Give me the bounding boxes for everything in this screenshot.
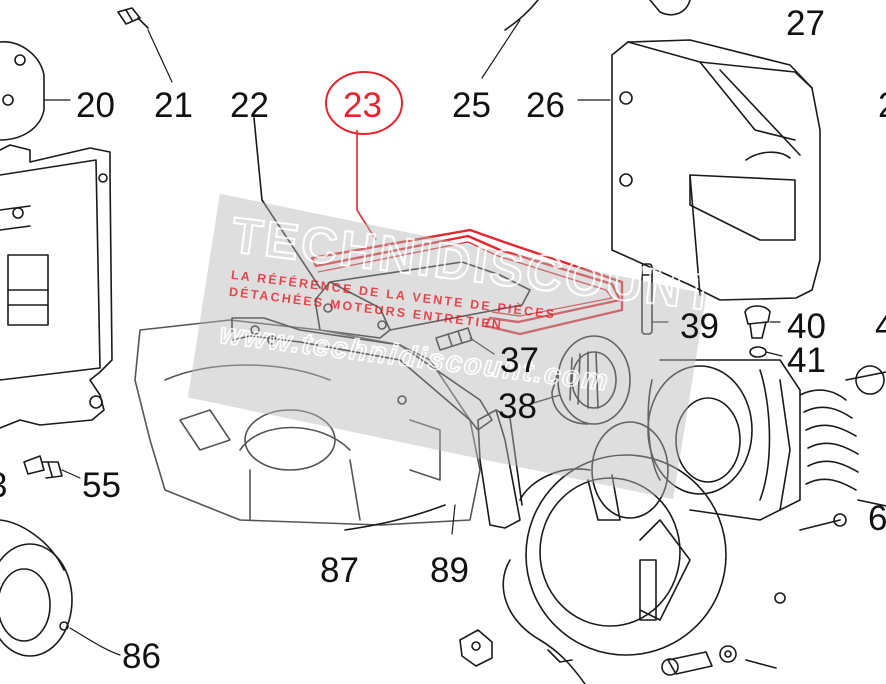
part-23-callout-circle <box>325 71 403 135</box>
right-rotor <box>647 359 801 521</box>
left-housing <box>0 144 113 429</box>
right-coil <box>799 365 886 507</box>
part-38-bearing <box>551 335 631 425</box>
part-41-washer <box>749 346 767 358</box>
bottom-right-screws <box>661 513 847 676</box>
part-label-37[interactable]: 37 <box>500 341 539 380</box>
part-55-bolt <box>23 455 63 479</box>
watermark: TECHNIDISCOUNT LA RÉFÉRENCE DE LA VENTE … <box>187 193 722 500</box>
part-22-leader <box>253 117 321 289</box>
part-label-86[interactable]: 86 <box>122 637 161 676</box>
part-23-leader <box>356 130 377 241</box>
part-label-89[interactable]: 89 <box>430 551 469 590</box>
part-23-handle-inner <box>317 241 613 317</box>
part-label-22[interactable]: 22 <box>230 86 269 125</box>
part-89-bracket <box>477 409 523 529</box>
part-label-cut-3: 3 <box>0 466 7 505</box>
part-22-plate <box>314 261 531 339</box>
part-label-39[interactable]: 39 <box>680 307 719 346</box>
part-label-40[interactable]: 40 <box>787 307 826 346</box>
watermark-banner <box>187 193 707 500</box>
part-label-21[interactable]: 21 <box>154 86 193 125</box>
engine-housing <box>134 319 481 526</box>
part-40-knob <box>744 305 771 339</box>
part-clip <box>459 629 493 667</box>
part-label-55[interactable]: 55 <box>82 466 121 505</box>
flywheel-assembly <box>502 421 727 684</box>
part-27-tip <box>649 0 691 16</box>
part-87-leader <box>344 504 446 531</box>
part-25-wire <box>504 0 539 31</box>
part-label-27[interactable]: 27 <box>786 4 825 43</box>
part-label-cut-4: 4 <box>875 307 886 346</box>
part-label-23[interactable]: 23 <box>343 86 382 125</box>
part-label-25[interactable]: 25 <box>452 86 491 125</box>
part-label-20[interactable]: 20 <box>76 86 115 125</box>
part-label-cut-2: 2 <box>878 86 886 125</box>
part-21-screw <box>117 7 149 29</box>
part-86-ring <box>0 519 73 657</box>
part-labels: 20 21 22 23 25 26 27 37 38 39 40 41 55 8… <box>0 4 886 676</box>
part-label-41[interactable]: 41 <box>787 341 826 380</box>
part-26-cover <box>611 39 821 301</box>
part-23-handle-outer <box>310 228 624 336</box>
part-label-cut-6: 6 <box>868 499 886 538</box>
part-label-38[interactable]: 38 <box>498 387 537 426</box>
part-20-bracket <box>0 41 45 141</box>
part-label-26[interactable]: 26 <box>526 86 565 125</box>
part-39-pin <box>641 263 653 335</box>
part-23-highlight[interactable] <box>310 71 624 336</box>
leader-lines <box>43 19 783 656</box>
part-label-87[interactable]: 87 <box>320 551 359 590</box>
